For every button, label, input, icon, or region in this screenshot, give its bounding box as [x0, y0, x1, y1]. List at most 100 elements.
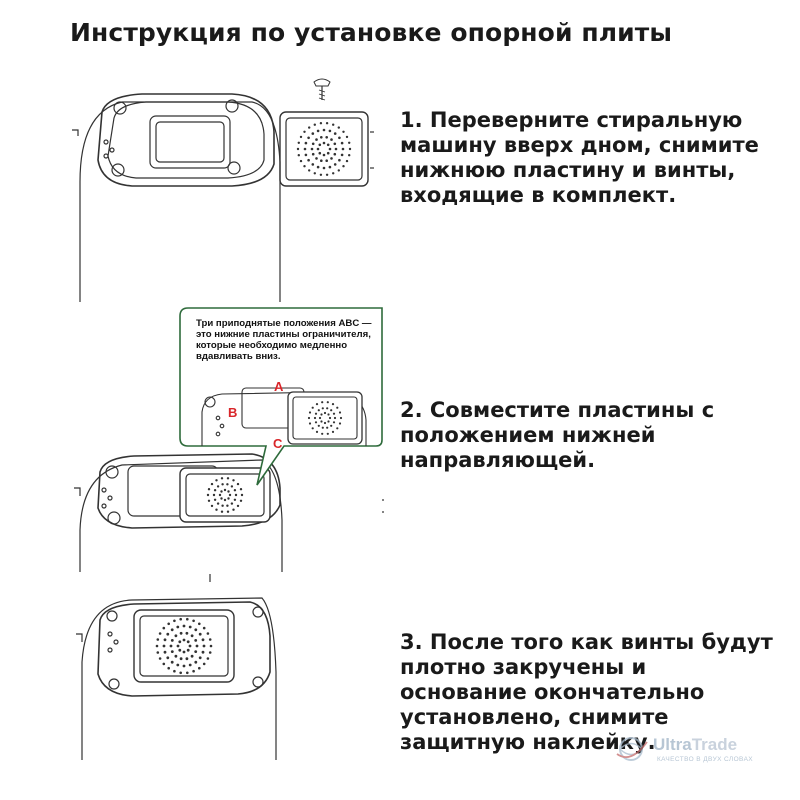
perforation-dot — [190, 654, 194, 658]
perforation-dot — [198, 656, 202, 660]
perforation-dot — [190, 634, 194, 638]
perforation-dot — [326, 401, 329, 404]
perforation-dot — [330, 157, 333, 160]
perforation-dot — [163, 650, 167, 654]
perforation-dot — [323, 421, 327, 425]
perforation-dot — [226, 477, 230, 480]
perforation-dot — [331, 403, 335, 406]
perforation-dot — [315, 138, 318, 141]
perforation-dot — [216, 485, 220, 488]
perforation-dot — [170, 628, 174, 632]
perforation-dot — [328, 147, 332, 151]
perforation-dot — [328, 165, 332, 169]
perforation-dot — [319, 173, 323, 176]
perforation-dot — [226, 510, 230, 513]
perforation-dot — [311, 427, 314, 430]
perforation-dot — [303, 165, 306, 168]
perforation-dot — [186, 671, 189, 675]
perforation-dot — [170, 650, 174, 653]
ultratrade-watermark: UltraTrade КАЧЕСТВО В ДВУХ СЛОВАХ — [615, 734, 775, 768]
perforation-dot — [316, 165, 320, 169]
perforation-dot — [332, 412, 336, 415]
figure-step-1 — [72, 78, 374, 302]
figure-step-3 — [76, 574, 277, 760]
perforation-dot — [322, 141, 326, 145]
perforation-dot — [336, 406, 339, 409]
perforation-dot — [182, 638, 186, 642]
page-title: Инструкция по установке опорной плиты — [70, 18, 673, 47]
perforation-dot — [332, 421, 336, 424]
perforation-dot — [185, 631, 189, 635]
perforation-dot — [338, 411, 342, 414]
perforation-dot — [166, 656, 170, 660]
perforation-dot — [315, 430, 319, 433]
step-3-text: 3. После того как винты будут плотно зак… — [400, 630, 773, 754]
perforation-dot — [230, 502, 234, 505]
perforation-dot — [314, 421, 318, 424]
perforation-dot — [297, 154, 300, 157]
perforation-dot — [226, 504, 229, 507]
label-b: B — [228, 405, 238, 420]
perforation-dot — [333, 132, 337, 135]
perforation-dot — [194, 660, 198, 664]
perforation-dot — [321, 401, 324, 404]
perforation-dot — [318, 151, 322, 155]
perforation-dot — [188, 625, 192, 629]
perforation-dot — [322, 166, 326, 170]
perforation-dot — [170, 639, 174, 642]
perforation-dot — [202, 662, 206, 666]
perforation-dot — [215, 508, 218, 511]
perforation-dot — [304, 141, 308, 145]
perforation-dot — [325, 136, 329, 139]
perforation-dot — [338, 158, 341, 162]
perforation-dot — [311, 163, 315, 166]
perforation-dot — [317, 424, 320, 427]
perforation-dot — [311, 142, 315, 146]
perforation-dot — [339, 416, 343, 420]
perforation-dot — [340, 153, 344, 157]
perforation-dot — [202, 626, 206, 630]
perforation-dot — [304, 153, 308, 157]
perforation-dot — [170, 660, 174, 664]
perforation-dot — [167, 622, 170, 626]
perforation-dot — [178, 648, 182, 652]
perforation-dot — [308, 169, 311, 172]
perforation-dot — [337, 126, 340, 129]
perforation-dot — [342, 130, 345, 133]
perforation-dot — [348, 141, 351, 144]
perforation-dot — [239, 499, 243, 502]
label-c: C — [273, 436, 283, 451]
perforation-dot — [299, 135, 303, 139]
perforation-dot — [348, 147, 352, 151]
perforation-dot — [174, 654, 178, 658]
perforation-dot — [236, 504, 240, 508]
watermark-brand-a: Ultra — [653, 735, 692, 754]
watermark-brand-b: Trade — [691, 735, 738, 754]
perforation-dot — [198, 622, 201, 626]
perforation-dot — [322, 153, 326, 157]
perforation-dot — [155, 644, 159, 648]
perforation-dot — [188, 644, 192, 648]
perforation-dot — [182, 664, 186, 668]
perforation-dot — [325, 173, 329, 176]
perforation-dot — [167, 666, 170, 670]
perforation-dot — [333, 152, 337, 156]
perforation-dot — [321, 407, 324, 410]
perforation-dot — [308, 126, 311, 129]
perforation-dot — [210, 482, 214, 486]
perforation-dot — [198, 632, 202, 636]
perforation-dot — [322, 128, 326, 132]
perforation-dot — [156, 651, 160, 654]
perforation-dot — [321, 432, 324, 435]
perforation-dot — [173, 669, 176, 673]
perforation-dot — [220, 497, 223, 500]
perforation-dot — [212, 493, 216, 497]
perforation-dot — [232, 479, 235, 482]
perforation-dot — [316, 147, 320, 151]
perforation-dot — [315, 157, 318, 160]
perforation-dot — [234, 493, 238, 497]
perforation-dot — [313, 123, 316, 126]
perforation-dot — [169, 644, 173, 648]
perforation-dot — [337, 169, 340, 172]
perforation-dot — [223, 498, 227, 502]
